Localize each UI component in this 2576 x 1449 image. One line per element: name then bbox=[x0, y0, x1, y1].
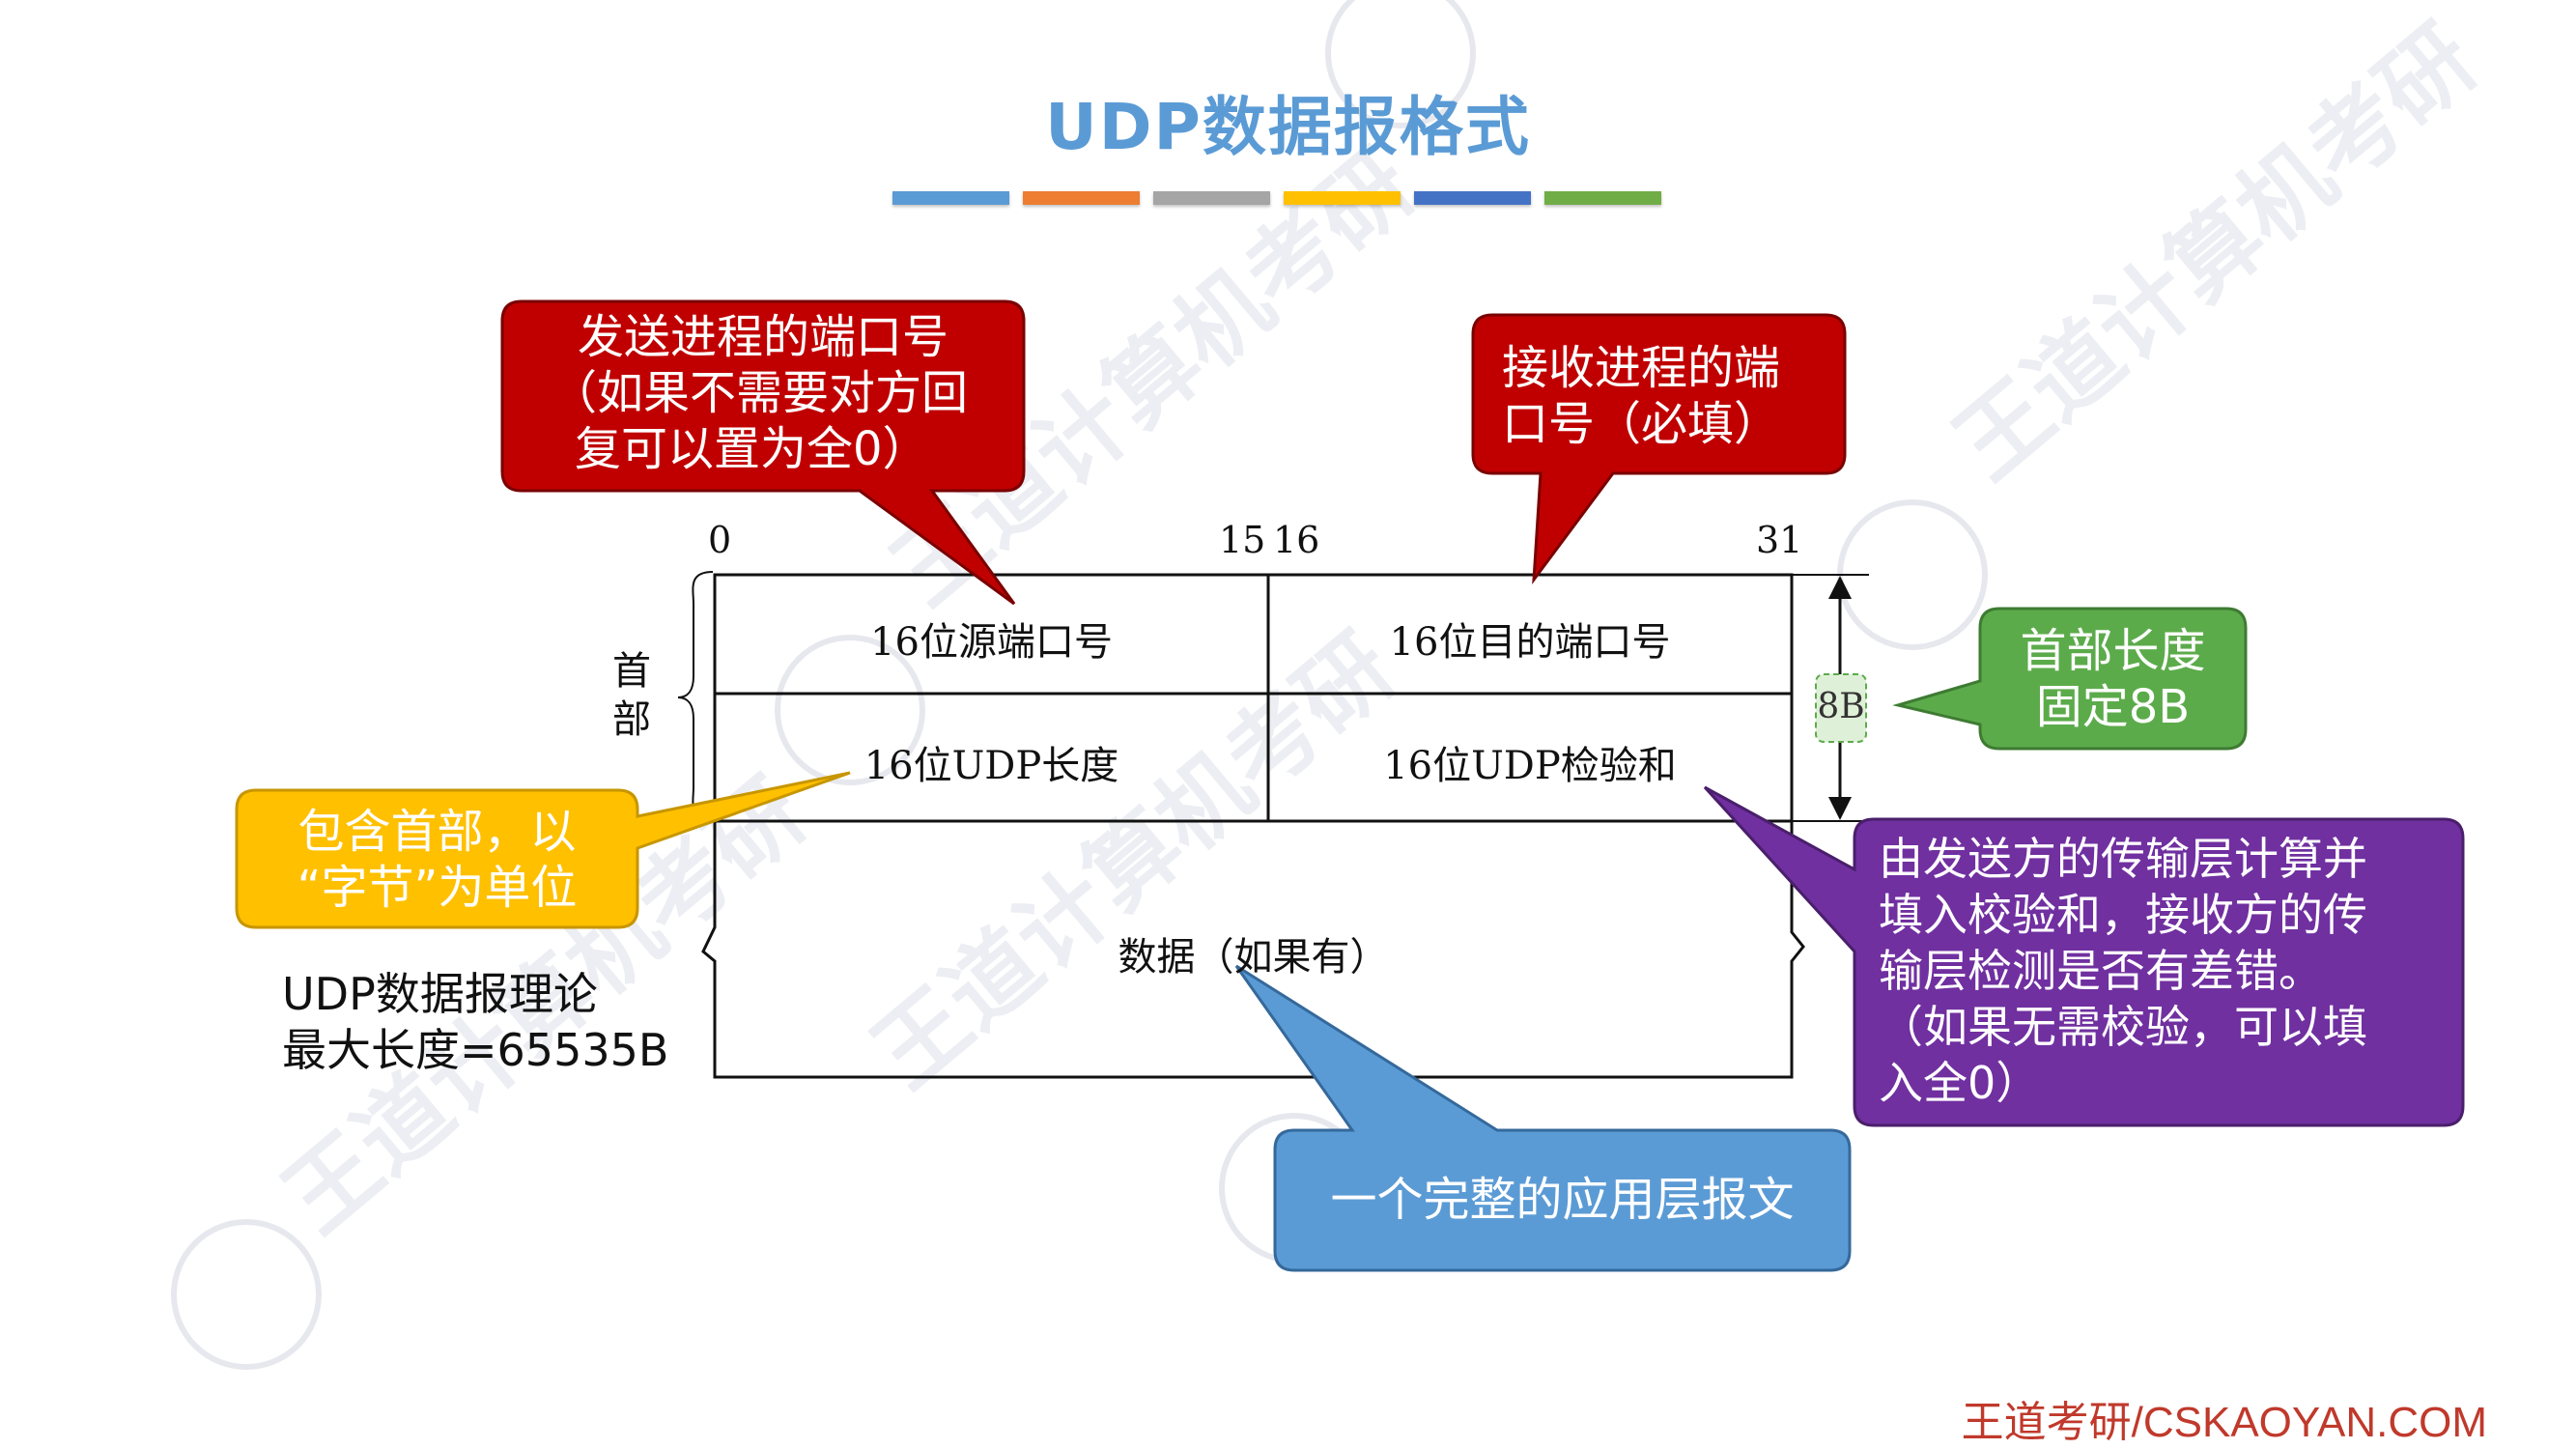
callout-length: 包含首部，以 “字节”为单位 bbox=[297, 805, 578, 915]
data-area-box bbox=[701, 821, 1805, 1079]
color-bar bbox=[1153, 191, 1270, 205]
field-data: 数据（如果有） bbox=[1118, 935, 1389, 980]
callout-length-bubble bbox=[235, 771, 851, 929]
callout-data-bubble bbox=[1234, 964, 1852, 1272]
footer-brand: 王道考研/CSKAOYAN.COM bbox=[1962, 1387, 2487, 1449]
arrow-up-icon bbox=[1828, 576, 1852, 599]
callout-header-len: 首部长度 固定8B bbox=[2020, 624, 2206, 734]
callout-header-len-bubble bbox=[1892, 607, 2248, 751]
footer-brand-url: /CSKAOYAN.COM bbox=[2131, 1399, 2487, 1446]
footer-brand-cn: 王道考研 bbox=[1961, 1398, 2132, 1447]
size-badge bbox=[1815, 673, 1867, 743]
header-brace bbox=[677, 571, 714, 820]
bit-label-31: 31 bbox=[1756, 519, 1803, 561]
color-bar bbox=[1284, 191, 1401, 205]
callout-checksum: 由发送方的传输层计算并 填入校验和，接收方的传 输层检测是否有差错。 （如果无需… bbox=[1879, 833, 2367, 1109]
color-bar-strip bbox=[892, 191, 1661, 205]
color-bar bbox=[1414, 191, 1531, 205]
bit-label-16: 16 bbox=[1273, 519, 1320, 561]
color-bar bbox=[1544, 191, 1661, 205]
callout-dst-port: 接收进程的端 口号（必填） bbox=[1502, 341, 1781, 451]
callout-src-port-bubble bbox=[500, 299, 1026, 606]
max-length-note: UDP数据报理论 最大长度=65535B bbox=[282, 968, 669, 1076]
field-checksum: 16位UDP检验和 bbox=[1383, 744, 1677, 788]
callout-dst-port-bubble bbox=[1471, 313, 1847, 584]
header-label: 首 部 bbox=[612, 649, 651, 742]
callout-src-port: 发送进程的端口号 （如果不需要对方回 复可以置为全0） bbox=[551, 310, 969, 476]
arrow-down-icon bbox=[1828, 797, 1852, 820]
field-dst-port: 16位目的端口号 bbox=[1389, 620, 1671, 665]
field-udp-length: 16位UDP长度 bbox=[863, 744, 1119, 788]
field-src-port: 16位源端口号 bbox=[870, 620, 1113, 665]
size-label: 8B bbox=[1817, 687, 1865, 726]
page-title: UDP数据报格式 bbox=[1045, 90, 1531, 164]
callout-checksum-bubble bbox=[1703, 785, 2465, 1127]
bit-label-15: 15 bbox=[1219, 519, 1266, 561]
color-bar bbox=[892, 191, 1009, 205]
bit-label-0: 0 bbox=[708, 519, 732, 561]
color-bar bbox=[1023, 191, 1140, 205]
header-box bbox=[713, 573, 1794, 823]
callout-data: 一个完整的应用层报文 bbox=[1330, 1173, 1795, 1227]
